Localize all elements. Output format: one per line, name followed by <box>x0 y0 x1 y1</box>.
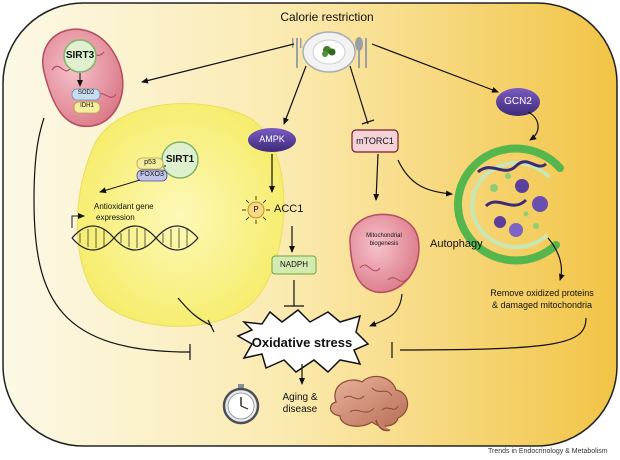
sod2-label: SOD2 <box>77 90 95 96</box>
mtorc1-label: mTORC1 <box>356 136 394 146</box>
sod2-pill <box>71 88 101 101</box>
foxo3-label: FOXO3 <box>140 171 164 178</box>
oxidative-stress-burst <box>236 309 370 374</box>
journal-credit: Trends in Endocrinology & Metabolism <box>488 448 608 455</box>
autophagy-label: Autophagy <box>430 238 483 250</box>
p-label: P <box>253 205 259 214</box>
ampk-label: AMPK <box>259 134 285 144</box>
pocket-watch-icon <box>222 384 260 425</box>
phospho-sun-icon <box>242 196 270 224</box>
antioxidant-label-1: Antioxidant gene <box>94 202 154 211</box>
remove-label-1: Remove oxidized proteins <box>490 288 594 298</box>
mito-biogenesis-label-1: Mitochondrial <box>366 233 402 239</box>
mito-biogenesis-label-2: biogenesis <box>369 241 399 247</box>
dna-helix-icon <box>71 213 199 251</box>
idh1-label: IDH1 <box>80 103 94 109</box>
title-calorie-restriction: Calorie restriction <box>280 10 374 24</box>
nadph-node <box>271 255 317 275</box>
plate-with-cutlery-icon <box>292 31 367 73</box>
acc1-label: ACC1 <box>274 203 304 215</box>
ampk-node <box>248 128 296 152</box>
aging-label-1: Aging & <box>282 392 318 403</box>
gcn2-node <box>496 88 540 116</box>
oxidative-stress-label: Oxidative stress <box>251 335 353 350</box>
gcn2-label: GCN2 <box>504 96 532 107</box>
remove-label-2: & damaged mitochondria <box>491 300 593 310</box>
p53-pill <box>136 157 164 170</box>
autophagosome-icon <box>454 144 564 265</box>
aging-label-2: disease <box>282 404 318 415</box>
mitochondrion-icon <box>349 213 420 294</box>
mitochondrion-icon <box>42 28 124 128</box>
idh1-pill <box>73 101 101 114</box>
sirt3-node <box>63 39 97 73</box>
sirt1-label: SIRT1 <box>165 154 195 165</box>
antioxidant-label-2: expression <box>96 213 135 222</box>
brain-icon <box>329 375 409 432</box>
mtorc1-node <box>351 129 399 153</box>
foxo3-pill <box>136 169 168 182</box>
nadph-label: NADPH <box>279 260 309 269</box>
p53-label: p53 <box>144 159 156 166</box>
nucleus-region <box>76 103 285 327</box>
sirt3-label: SIRT3 <box>65 50 95 61</box>
pathway-arrows <box>33 43 587 385</box>
